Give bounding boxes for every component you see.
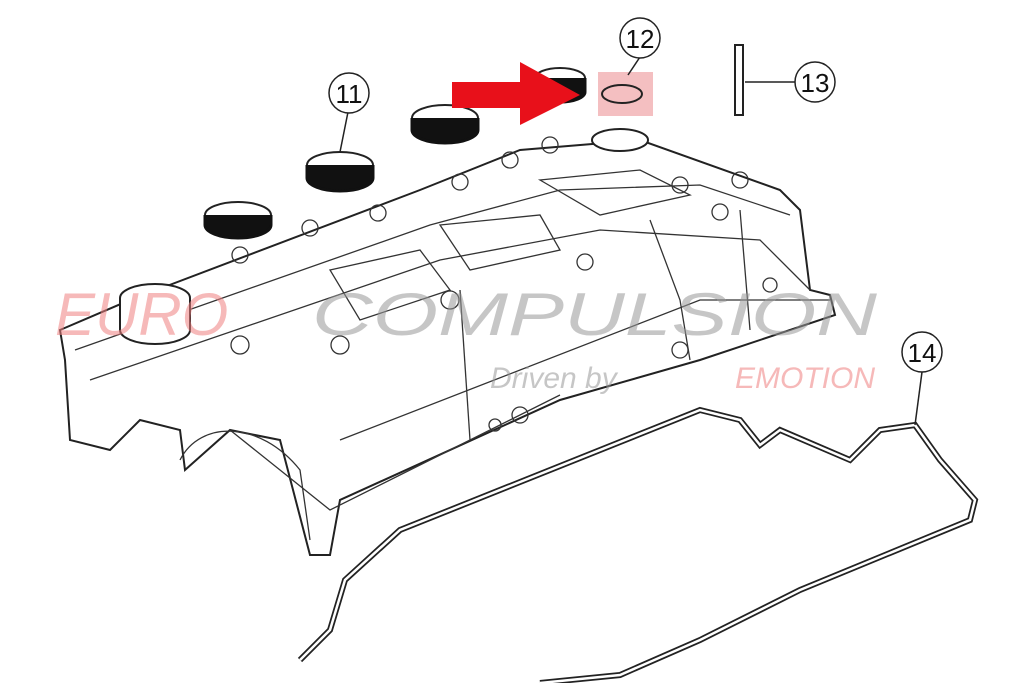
callout-label: 11 [336, 79, 363, 109]
callout-12: 12 [619, 17, 661, 76]
watermark: EURO COMPULSION Driven by EMOTION [55, 281, 878, 395]
watermark-tagline-right: EMOTION [735, 362, 875, 395]
highlight-box [598, 72, 653, 116]
watermark-brand-left: EURO [55, 281, 228, 348]
callout-label: 14 [908, 338, 937, 368]
red-arrow-icon [452, 62, 580, 125]
o-ring [601, 84, 643, 104]
callout-label: 12 [626, 24, 655, 54]
callout-13: 13 [745, 61, 836, 103]
callout-11: 11 [328, 72, 370, 153]
valve-cover [58, 128, 837, 556]
dowel-pin [734, 44, 744, 116]
callout-14: 14 [901, 331, 943, 426]
callout-label: 13 [801, 68, 830, 98]
watermark-brand-right: COMPULSION [312, 281, 878, 348]
watermark-tagline-left: Driven by [490, 362, 619, 395]
